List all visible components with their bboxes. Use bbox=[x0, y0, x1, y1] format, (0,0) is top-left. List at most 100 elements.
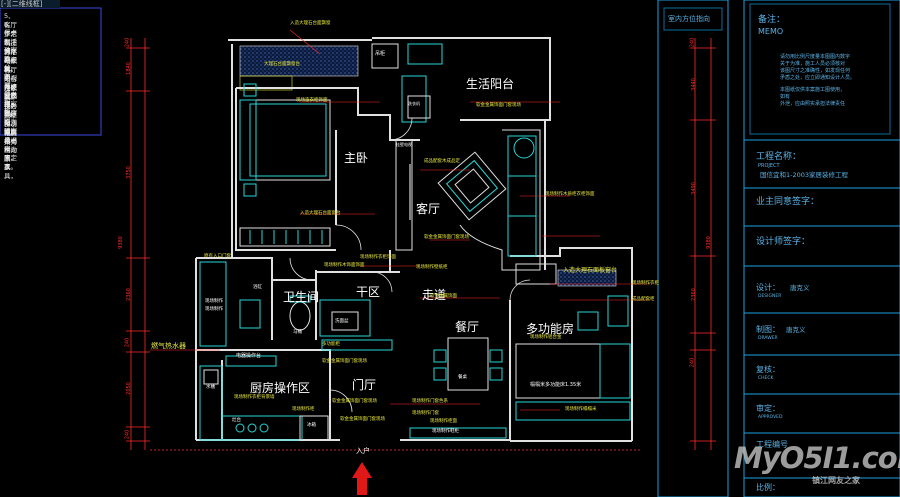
bathtub-label: 浴缸 bbox=[253, 285, 262, 290]
annotation: 软金金属饰面门套现场 bbox=[340, 417, 385, 422]
annotation: 多功能柜 bbox=[322, 342, 340, 347]
annotation: 现场制作柜面 bbox=[430, 419, 457, 424]
check-label: 复核： bbox=[756, 365, 780, 374]
note-line: 6、干区洗脸盆和厨房橱柜同 bbox=[4, 21, 15, 124]
annotation: 成品配套木成品定 bbox=[424, 159, 460, 164]
review-label: 审定： bbox=[756, 404, 780, 413]
dim-left-total: 9380 bbox=[117, 236, 124, 249]
memo-line: 本图纸仅供本案施工图使用， bbox=[780, 87, 846, 93]
tv-label: 挂壁电视 bbox=[396, 142, 412, 147]
basin-label: 洗面盆 bbox=[335, 319, 349, 324]
dim-right-total: 9380 bbox=[705, 236, 712, 249]
dim-left-7: 240 bbox=[124, 429, 131, 440]
memo-line: 矛盾之处，应立即通知设计人员。 bbox=[780, 75, 856, 81]
annotation: 软金金属饰面门套现场 bbox=[476, 103, 521, 108]
dim-left-1: 240 bbox=[124, 37, 131, 48]
note-line: 步定制提供水电走位图。 bbox=[4, 30, 17, 81]
sink-label: 水槽 bbox=[206, 385, 215, 390]
dim-left-2: 1840 bbox=[125, 62, 132, 75]
design-en: DESIGNER bbox=[758, 294, 782, 299]
memo-line: 关于为准，施工人员必须核对 bbox=[780, 61, 846, 67]
review-en: APPROVED bbox=[758, 415, 783, 420]
note-line: 10、主卧室床为活动家具，电 bbox=[4, 93, 19, 153]
annotation: 原有入口门套 bbox=[204, 254, 231, 259]
stove-label: 灶台 bbox=[232, 418, 241, 423]
room-label-living-room: 客厅 bbox=[416, 202, 441, 216]
note-line: 8、阳台吊柜为固定家具。 bbox=[4, 66, 17, 117]
bay-window-label-right: 入造大理石面板窗台 bbox=[563, 267, 618, 274]
memo-line: 如有 bbox=[780, 94, 791, 100]
left-dimensions: 240 1840 3750 2360 240 2050 240 bbox=[123, 0, 133, 497]
annotation: 现场制作衣柜背景墙 bbox=[234, 395, 275, 400]
memo-line: 请勿用比例尺度量本图图内数字 bbox=[780, 54, 851, 60]
owner-sign-label: 业主同意签字： bbox=[756, 197, 820, 207]
doors bbox=[289, 117, 531, 413]
title-block-panel bbox=[657, 0, 900, 497]
entry-arrow bbox=[352, 462, 372, 495]
annotation: 现场制作铝合金 bbox=[530, 335, 562, 340]
annotation: 现场制作衣柜饰面 bbox=[360, 255, 396, 260]
note-line: 定家具。 bbox=[4, 84, 17, 101]
annotation: 软金金属饰面 bbox=[430, 294, 457, 299]
note-line: 为活动家具。 bbox=[4, 48, 17, 74]
room-label-master-bedroom: 主卧 bbox=[344, 151, 369, 165]
check-en: CHECK bbox=[758, 376, 774, 381]
scale-label: 比例： bbox=[756, 483, 780, 492]
memo-text: 请勿用比例尺度量本图图内数字 关于为准，施工人员必须核对 该图尺寸之准确性，如发… bbox=[780, 54, 855, 108]
toilet-label: 马桶 bbox=[293, 330, 302, 335]
dry-cabinet-label: 现场制作 bbox=[205, 299, 223, 304]
annotation: 现场制作 bbox=[205, 307, 223, 312]
designer-name: 唐克义 bbox=[790, 284, 810, 292]
wardrobe-label: 现场造衣柜饰面 bbox=[296, 98, 328, 103]
walls bbox=[195, 37, 633, 442]
note-line: 9、主卧室衣柜、飘窗柜为固 bbox=[4, 75, 17, 135]
dim-right-2: 3440 bbox=[690, 78, 697, 91]
room-label-kitchen: 厨房操作区 bbox=[250, 381, 311, 395]
leader-lines bbox=[150, 29, 650, 411]
annotation: 现场制作衣柜 bbox=[632, 281, 659, 286]
annotation: 现场制作门套 bbox=[412, 411, 439, 416]
dim-right-1: 240 bbox=[689, 37, 696, 48]
design-label: 设计： bbox=[756, 283, 780, 292]
dim-right-5: 240 bbox=[689, 357, 696, 368]
room-label-foyer: 门厅 bbox=[352, 378, 377, 392]
shoe-cabinet-label: 现场制作鞋柜 bbox=[432, 429, 459, 434]
dim-right-4: 2360 bbox=[690, 288, 697, 301]
memo-en: MEMO bbox=[758, 27, 784, 36]
dim-left-4: 2360 bbox=[125, 288, 132, 301]
room-label-corridor: 走道 bbox=[422, 288, 447, 302]
fridge-label: 冰箱 bbox=[307, 423, 316, 428]
designer-sign-label: 设计师签字： bbox=[756, 237, 811, 247]
window-sills bbox=[239, 45, 617, 287]
annotation: 现场制作榻榻米 bbox=[565, 407, 597, 412]
notes-box bbox=[0, 0, 102, 136]
annotation: 现场制作柜 bbox=[292, 407, 315, 412]
room-label-bathroom: 卫生间 bbox=[283, 290, 320, 304]
project-no-label: 工程编号 bbox=[756, 440, 788, 449]
water-heater-label: 燃气热水器 bbox=[151, 342, 186, 350]
room-label-multi-room: 多功能房 bbox=[526, 322, 575, 336]
wall-cabinet-label: 吊柜 bbox=[375, 51, 386, 57]
note-line: 11、多功能房榻榻米床、衣 bbox=[4, 111, 19, 171]
note-line: 7、客厅电视为挂壁电视。 bbox=[4, 57, 17, 108]
room-label-dry-area: 干区 bbox=[356, 285, 381, 299]
dim-left-5: 240 bbox=[124, 337, 131, 348]
annotation: 现场制作木质柜衣柜饰面 bbox=[545, 192, 595, 197]
dim-left-6: 2050 bbox=[125, 382, 132, 395]
note-line: 6、客厅电视柜、茶几、沙发 bbox=[4, 39, 17, 99]
project-name: 国信宜和1-2003家居装修工程 bbox=[760, 171, 849, 179]
memo-line: 该图尺寸之准确性，如发现任何 bbox=[780, 68, 851, 74]
bay-window-label-bedroom: 大理石台面飘窗台 bbox=[264, 62, 300, 67]
dim-right-3: 3490 bbox=[690, 182, 697, 195]
dim-left-3: 3750 bbox=[125, 166, 132, 179]
memo-line: 外泄，应由照实承担法律责任 bbox=[780, 101, 846, 107]
dimension-lines bbox=[126, 38, 716, 451]
room-label-dining-room: 餐厅 bbox=[455, 320, 480, 334]
annotation: 现场制作壁纸柜 bbox=[416, 265, 448, 270]
cad-viewport-title: [-][二维线框] bbox=[1, 0, 43, 8]
orientation-label: 室内方位指向 bbox=[668, 15, 710, 23]
washer-label: 洗衣机 bbox=[408, 101, 420, 106]
bay-window-label-top: 入造大理石台面飘窗 bbox=[290, 21, 331, 26]
watermark-sub: 镇江网友之家 bbox=[812, 476, 860, 485]
watermark-logo: MyO5I1.com bbox=[734, 441, 900, 475]
